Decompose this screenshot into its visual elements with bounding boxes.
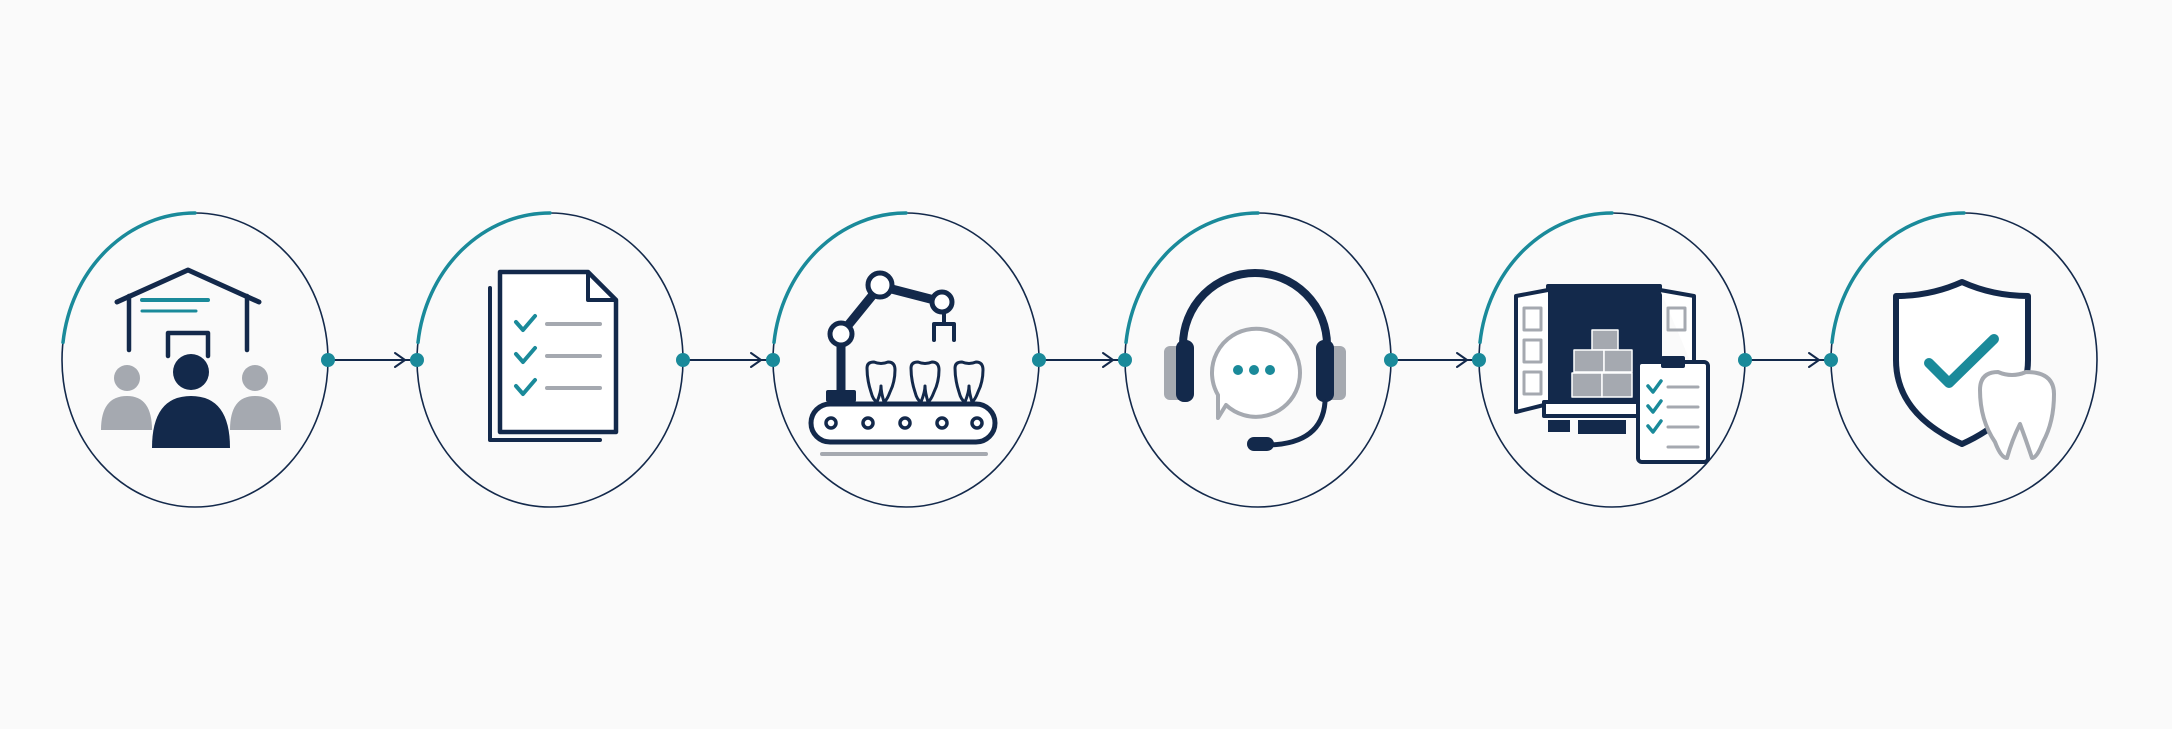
connector-consultation-to-documentation xyxy=(321,352,424,368)
connector-support-to-logistics xyxy=(1384,352,1486,368)
connector-dot-start xyxy=(1738,353,1752,367)
step-accent-arc xyxy=(61,211,197,345)
connector-production-to-support xyxy=(1032,352,1132,368)
connector-dot-start xyxy=(1384,353,1398,367)
connector-dot-end xyxy=(766,353,780,367)
checklist-document-icon xyxy=(488,269,619,442)
connector-dot-end xyxy=(1472,353,1486,367)
shield-check-tooth-icon xyxy=(1893,279,2056,460)
connector-dot-end xyxy=(1824,353,1838,367)
step-accent-arc xyxy=(1478,211,1614,345)
arrow-head-icon xyxy=(1808,352,1820,368)
step-accent-arc xyxy=(416,211,552,345)
connector-logistics-to-quality xyxy=(1738,352,1838,368)
step-production xyxy=(772,211,1040,508)
arrow-head-icon xyxy=(394,352,406,368)
robotic-arm-conveyor-icon xyxy=(808,270,998,456)
connector-dot-start xyxy=(321,353,335,367)
connector-documentation-to-production xyxy=(676,352,780,368)
arrow-head-icon xyxy=(1102,352,1114,368)
step-accent-arc xyxy=(772,211,908,345)
headset-chat-icon xyxy=(1164,269,1346,451)
connector-dot-end xyxy=(1118,353,1132,367)
arrow-head-icon xyxy=(1456,352,1468,368)
step-accent-arc xyxy=(1124,211,1260,345)
connector-dot-start xyxy=(676,353,690,367)
connector-dot-start xyxy=(1032,353,1046,367)
step-accent-arc xyxy=(1830,211,1966,345)
team-house-icon xyxy=(101,267,281,448)
arrow-head-icon xyxy=(750,352,762,368)
connector-dot-end xyxy=(410,353,424,367)
delivery-truck-clipboard-icon xyxy=(1514,284,1710,464)
